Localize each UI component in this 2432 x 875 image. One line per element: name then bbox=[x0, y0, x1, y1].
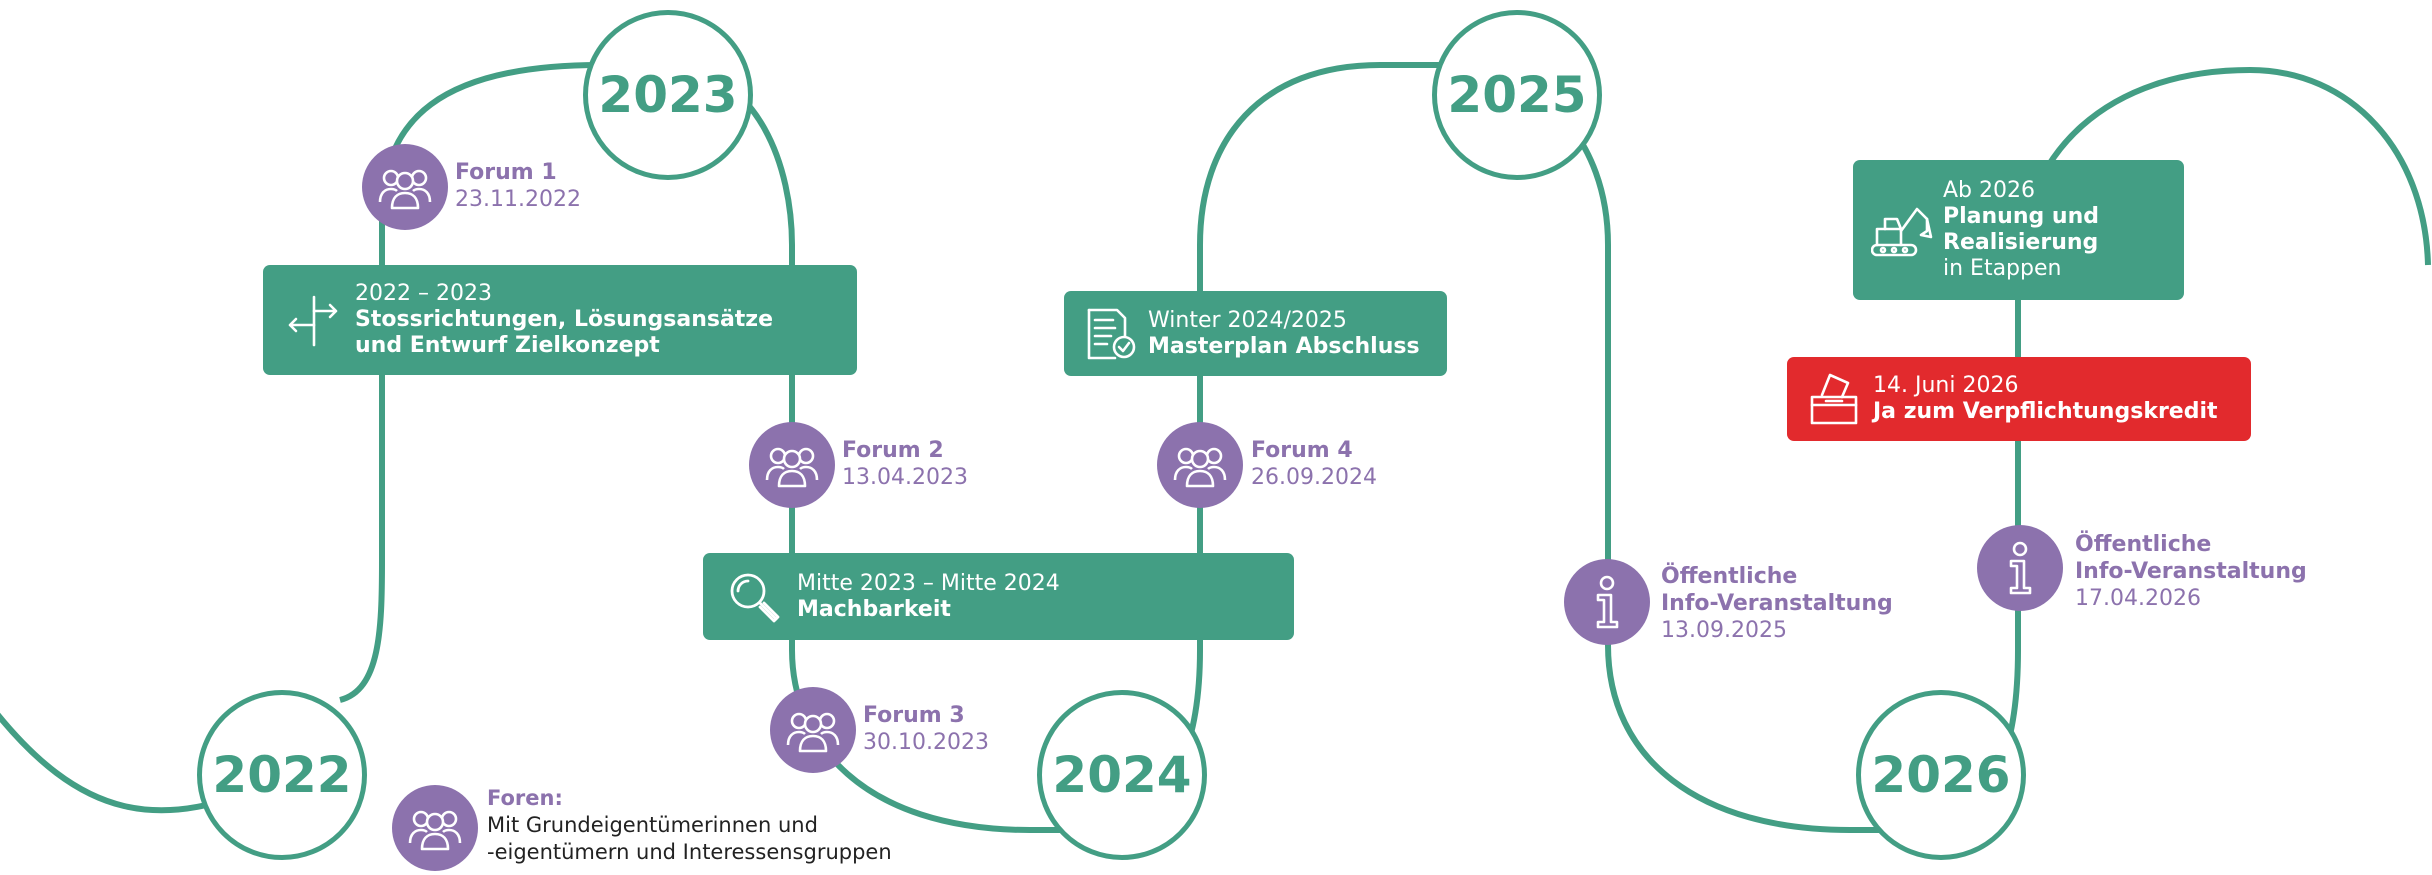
phase-4-box: Ab 2026 Planung und Realisierung in Etap… bbox=[1853, 160, 2184, 300]
phase-4-period: Ab 2026 bbox=[1943, 178, 2035, 203]
forum-1-date: 23.11.2022 bbox=[455, 187, 581, 212]
excavator-icon bbox=[1869, 201, 1939, 259]
legend-line2: -eigentümern und Interessensgruppen bbox=[487, 840, 892, 864]
ballot-box-icon bbox=[1807, 371, 1861, 427]
forum-3-badge bbox=[770, 687, 856, 773]
phase-2-line1: Machbarkeit bbox=[797, 596, 951, 622]
phase-2-box: Mitte 2023 – Mitte 2024 Machbarkeit bbox=[703, 553, 1294, 640]
phase-1-line2: und Entwurf Zielkonzept bbox=[355, 333, 660, 358]
legend-line1: Mit Grundeigentümerinnen und bbox=[487, 813, 818, 837]
year-2023-circle: 2023 bbox=[583, 10, 753, 180]
year-2023-label: 2023 bbox=[598, 66, 738, 124]
forum-1-title: Forum 1 bbox=[455, 160, 557, 185]
legend-text: Foren: Mit Grundeigentümerinnen und -eig… bbox=[487, 785, 892, 866]
phase-1-period: 2022 – 2023 bbox=[355, 281, 492, 306]
forum-4-title: Forum 4 bbox=[1251, 438, 1353, 463]
people-group-icon bbox=[1173, 447, 1227, 488]
info-event-1-date: 13.09.2025 bbox=[1661, 618, 1787, 643]
info-event-1-badge bbox=[1564, 559, 1650, 645]
phase-2-period: Mitte 2023 – Mitte 2024 bbox=[797, 570, 1060, 596]
phase-1-line1: Stossrichtungen, Lösungsansätze bbox=[355, 307, 774, 332]
year-2024-label: 2024 bbox=[1052, 746, 1192, 804]
magnifier-icon bbox=[725, 569, 783, 625]
document-check-icon bbox=[1084, 306, 1138, 362]
year-2022-label: 2022 bbox=[212, 746, 352, 804]
legend-title: Foren: bbox=[487, 786, 563, 810]
forum-4-date: 26.09.2024 bbox=[1251, 465, 1377, 490]
phase-3-box: Winter 2024/2025 Masterplan Abschluss bbox=[1064, 291, 1447, 376]
info-event-2-line1: Öffentliche bbox=[2075, 532, 2212, 557]
info-event-2-badge bbox=[1977, 525, 2063, 611]
forum-2-text: Forum 2 13.04.2023 bbox=[842, 437, 968, 491]
info-event-2-line2: Info-Veranstaltung bbox=[2075, 559, 2307, 584]
year-2026-label: 2026 bbox=[1871, 746, 2011, 804]
year-2024-circle: 2024 bbox=[1037, 690, 1207, 860]
phase-4-line2: Realisierung bbox=[1943, 230, 2099, 255]
forum-3-date: 30.10.2023 bbox=[863, 730, 989, 755]
info-event-1-line2: Info-Veranstaltung bbox=[1661, 591, 1893, 616]
info-icon bbox=[1596, 575, 1619, 629]
forum-4-badge bbox=[1157, 422, 1243, 508]
forum-2-badge bbox=[749, 422, 835, 508]
phase-5-box: 14. Juni 2026 Ja zum Verpflichtungskredi… bbox=[1787, 357, 2251, 441]
phase-4-line1: Planung und bbox=[1943, 204, 2099, 229]
people-group-icon bbox=[408, 810, 462, 851]
year-2025-label: 2025 bbox=[1447, 66, 1587, 124]
phase-3-period: Winter 2024/2025 bbox=[1148, 307, 1347, 333]
people-group-icon bbox=[786, 712, 840, 753]
phase-5-line1: Ja zum Verpflichtungskredit bbox=[1873, 399, 2218, 424]
year-2026-circle: 2026 bbox=[1856, 690, 2026, 860]
people-group-icon bbox=[765, 447, 819, 488]
signpost-icon bbox=[279, 291, 347, 349]
info-event-2-text: Öffentliche Info-Veranstaltung 17.04.202… bbox=[2075, 531, 2307, 612]
legend-badge bbox=[392, 785, 478, 871]
forum-3-text: Forum 3 30.10.2023 bbox=[863, 702, 989, 756]
forum-1-badge bbox=[362, 144, 448, 230]
info-event-2-date: 17.04.2026 bbox=[2075, 586, 2201, 611]
forum-2-date: 13.04.2023 bbox=[842, 465, 968, 490]
info-icon bbox=[2009, 541, 2032, 595]
forum-4-text: Forum 4 26.09.2024 bbox=[1251, 437, 1377, 491]
forum-1-text: Forum 1 23.11.2022 bbox=[455, 159, 581, 213]
phase-3-line1: Masterplan Abschluss bbox=[1148, 333, 1420, 359]
year-2022-circle: 2022 bbox=[197, 690, 367, 860]
year-2025-circle: 2025 bbox=[1432, 10, 1602, 180]
forum-2-title: Forum 2 bbox=[842, 438, 944, 463]
phase-4-line3: in Etappen bbox=[1943, 256, 2062, 281]
people-group-icon bbox=[378, 169, 432, 210]
info-event-1-text: Öffentliche Info-Veranstaltung 13.09.202… bbox=[1661, 563, 1893, 644]
phase-1-box: 2022 – 2023 Stossrichtungen, Lösungsansä… bbox=[263, 265, 857, 375]
forum-3-title: Forum 3 bbox=[863, 703, 965, 728]
info-event-1-line1: Öffentliche bbox=[1661, 564, 1798, 589]
phase-5-period: 14. Juni 2026 bbox=[1873, 373, 2019, 398]
